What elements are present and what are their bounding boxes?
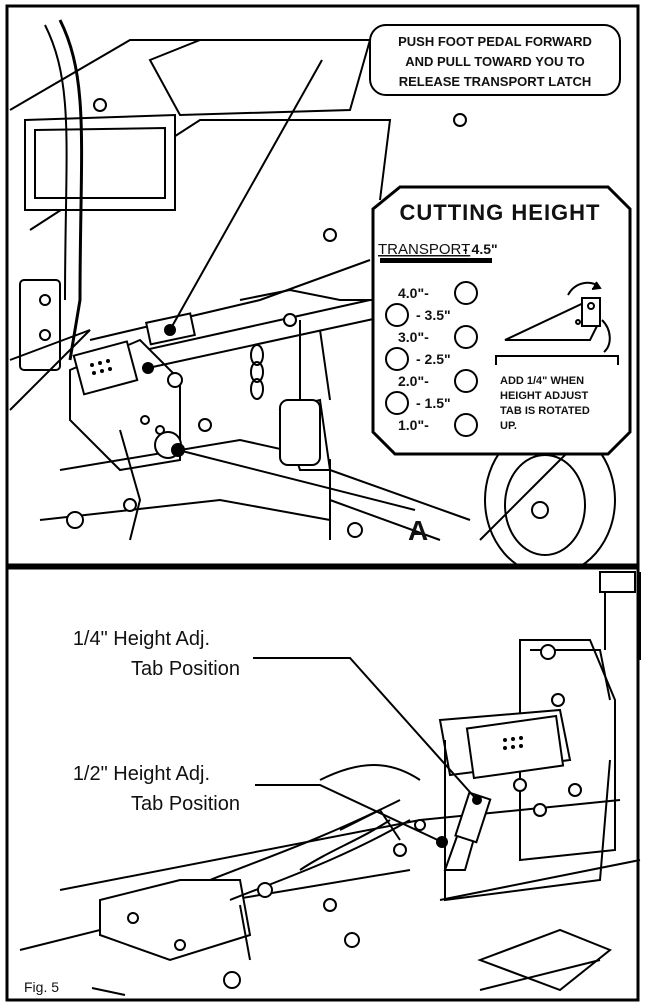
height-setting-hole (454, 281, 478, 305)
note-line-2: HEIGHT ADJUST (500, 390, 588, 402)
transport-latch-callout: PUSH FOOT PEDAL FORWARD AND PULL TOWARD … (369, 24, 621, 96)
height-setting-label: 2.0"- (398, 373, 429, 389)
decal-marker-dot (164, 324, 176, 336)
height-setting-hole (385, 303, 409, 327)
transport-label: TRANSPORT (378, 241, 470, 258)
transport-bar (380, 258, 492, 263)
height-setting-hole (454, 325, 478, 349)
decal-marker-dot-2 (142, 362, 154, 374)
height-setting-hole (454, 369, 478, 393)
callout-line-1: PUSH FOOT PEDAL FORWARD (398, 34, 592, 49)
quarter-tab-label-line-1: 1/4" Height Adj. (73, 628, 210, 650)
height-setting-label: 4.0"- (398, 285, 429, 301)
height-setting-hole (385, 347, 409, 371)
transport-value: - 4.5" (463, 241, 498, 257)
bottom-leaders (91, 657, 478, 996)
marker-a: A (408, 515, 428, 546)
callout-line-2: AND PULL TOWARD YOU TO (405, 54, 585, 69)
cutting-height-title: CUTTING HEIGHT (400, 200, 601, 225)
height-settings: 4.0"- - 3.5" 3.0"- - 2.5" 2.0"- - 1.5" 1.0"- (385, 281, 478, 437)
bottom-panel: 1/4" Height Adj. Tab Position 1/2" Heigh… (5, 566, 641, 1002)
tab-rotation-icon (504, 281, 611, 353)
cutting-height-decal: CUTTING HEIGHT TRANSPORT - 4.5" 4.0"- - 3… (371, 185, 632, 456)
quarter-tab-label-line-2: Tab Position (131, 658, 240, 680)
top-panel: PUSH FOOT PEDAL FORWARD AND PULL TOWARD … (5, 4, 640, 576)
height-setting-label: - 1.5" (416, 395, 451, 411)
height-setting-label: 3.0"- (398, 329, 429, 345)
callout-line-3: RELEASE TRANSPORT LATCH (399, 74, 592, 89)
half-tab-label-line-2: Tab Position (131, 793, 240, 815)
callout-leaders (147, 59, 416, 511)
mower-deck-artwork (9, 19, 616, 576)
chain (250, 344, 321, 466)
bracket-bolts (127, 644, 582, 989)
deck-bolts (39, 98, 549, 538)
height-setting-hole (454, 413, 478, 437)
figure-label: Fig. 5 (24, 979, 59, 995)
decal-dots-bottom (503, 736, 523, 750)
height-setting-label: - 2.5" (416, 351, 451, 367)
half-tab-label-line-1: 1/2" Height Adj. (73, 763, 210, 785)
height-setting-hole (385, 391, 409, 415)
note-line-3: TAB IS ROTATED (500, 405, 590, 417)
note-line-4: UP. (500, 420, 517, 432)
height-setting-label: - 3.5" (416, 307, 451, 323)
note-line-1: ADD 1/4" WHEN (500, 375, 584, 387)
height-setting-label: 1.0"- (398, 417, 429, 433)
